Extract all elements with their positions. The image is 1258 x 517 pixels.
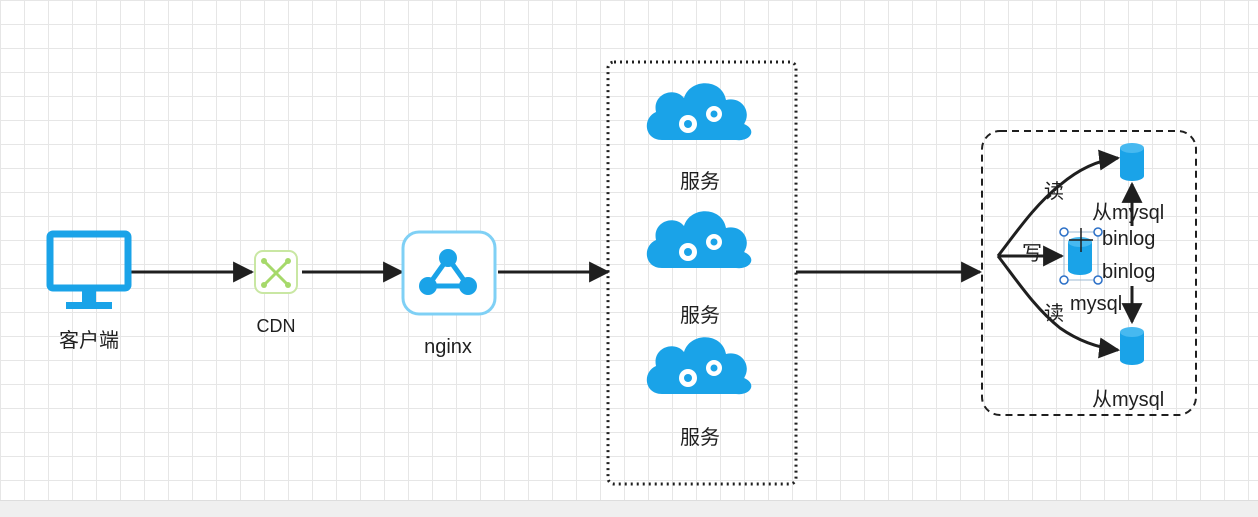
read-bottom-path [996, 255, 1121, 359]
cylinder-icon [1120, 143, 1144, 181]
cdn-label: CDN [256, 316, 296, 336]
write-label: 写 [1022, 243, 1042, 265]
cloud-gears-icon [646, 337, 752, 395]
read-top-path [996, 149, 1121, 257]
cylinder-icon [1120, 327, 1144, 365]
cloud-gears-icon [646, 83, 752, 141]
service-label: 服务 [680, 171, 720, 193]
service-label: 服务 [680, 305, 720, 327]
monitor-icon [46, 230, 132, 309]
share-nodes-icon [401, 230, 497, 316]
db-group [981, 130, 1197, 416]
read-label: 读 [1044, 303, 1064, 325]
binlog-label: binlog [1102, 228, 1156, 250]
services-group [606, 60, 798, 486]
service-label: 服务 [680, 427, 720, 449]
nginx-label: nginx [424, 336, 472, 358]
cloud-gears-icon [646, 211, 752, 269]
network-cross-icon [254, 250, 298, 294]
read-label: 读 [1044, 181, 1064, 203]
slave-mysql-label: 从mysql [1092, 389, 1165, 411]
master-mysql-label: mysql [1070, 293, 1123, 315]
slave-mysql-label: 从mysql [1092, 202, 1165, 224]
bottom-strip [0, 500, 1258, 517]
client-label: 客户端 [59, 330, 119, 352]
binlog-label: binlog [1102, 261, 1156, 283]
master-db-icon[interactable] [1059, 227, 1103, 285]
